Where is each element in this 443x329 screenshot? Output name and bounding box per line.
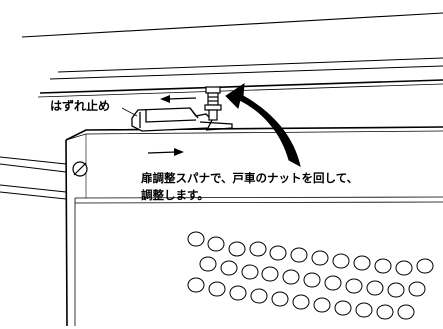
slide-right-arrow-icon xyxy=(147,148,184,156)
stopper-label: はずれ止め xyxy=(50,98,110,113)
side-frame xyxy=(0,156,67,200)
slide-left-arrow-icon xyxy=(160,95,197,103)
instruction-line-1: 扉調整スパナで、戸車のナットを回して、 xyxy=(141,171,358,185)
roller-bolt xyxy=(204,86,222,121)
spanner-rotation-arrow-icon xyxy=(225,83,301,167)
door-panel xyxy=(65,126,443,327)
instruction-line-2: 調整します。 xyxy=(141,188,209,202)
upper-rail xyxy=(21,12,443,98)
vent-holes xyxy=(187,231,434,320)
stopper-leader-line xyxy=(121,107,138,117)
screw-head-icon xyxy=(72,161,88,177)
